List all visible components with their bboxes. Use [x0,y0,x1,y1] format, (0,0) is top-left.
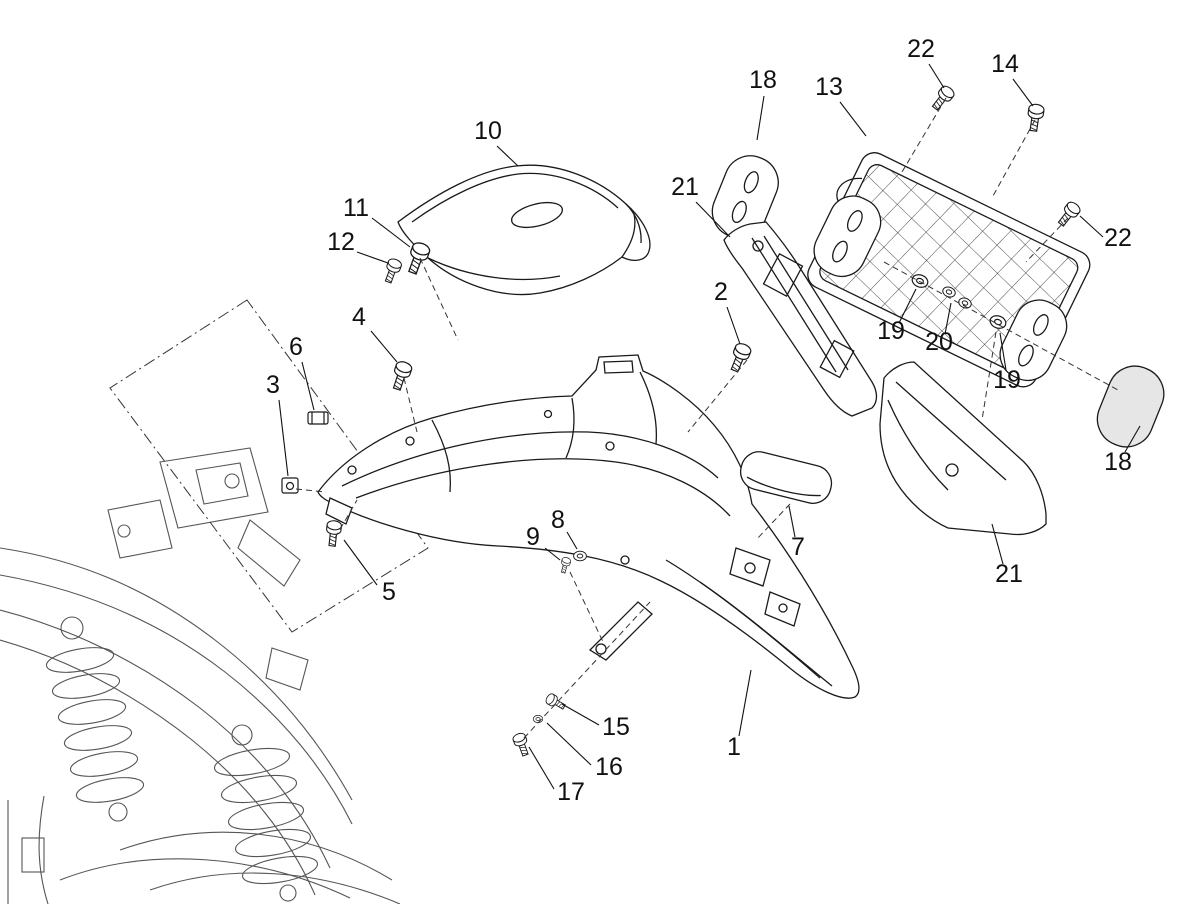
callout-label-18-16: 18 [1104,448,1132,476]
leader-line-22-0 [928,63,945,89]
leader-line-15-22 [561,703,600,726]
part-top-cover [397,164,651,296]
callout-label-4-12: 4 [352,303,366,331]
callout-label-7-19: 7 [791,533,805,561]
leader-line-20-11 [944,302,952,335]
callout-label-8-18: 8 [551,506,565,534]
leader-line-2-9 [726,306,741,345]
part-bracket-upper-21 [723,221,878,417]
callout-label-16-23: 16 [595,753,623,781]
leader-line-12-7 [356,251,389,264]
callout-label-19-10: 19 [877,317,905,345]
leader-line-14-1 [1012,78,1034,107]
leader-line-19-10 [898,288,917,324]
leader-line-10-4 [496,145,519,167]
leader-line-22-8 [1079,215,1104,238]
part-clip-6 [307,411,329,425]
leader-line-9-17 [544,547,561,561]
leader-line-13-3 [839,101,867,137]
part-clip-3 [281,477,299,494]
leader-line-18-16 [1124,425,1141,453]
part-pad-18-right [1096,365,1165,448]
callout-label-2-9: 2 [714,278,728,306]
callout-label-21-5: 21 [671,173,699,201]
leader-line-4-12 [370,330,398,363]
part-pad-7 [739,451,833,504]
fasteners [281,83,1083,758]
leader-line-16-23 [546,722,592,766]
callout-label-3-15: 3 [266,371,280,399]
callout-label-9-17: 9 [526,523,540,551]
callout-label-10-4: 10 [474,117,502,145]
context-frame-and-shocks [0,447,401,904]
leader-line-18-2 [756,95,765,141]
part-panel-lower-21 [879,361,1047,536]
callout-label-13-3: 13 [815,73,843,101]
leader-line-8-18 [566,531,578,550]
callout-label-1-25: 1 [727,733,741,761]
leader-line-19-13 [999,332,1007,371]
callout-label-6-14: 6 [289,333,303,361]
leader-line-17-24 [528,746,555,790]
callout-label-14-1: 14 [991,50,1019,78]
callout-label-20-11: 20 [925,328,953,356]
callout-label-22-0: 22 [907,35,935,63]
leader-line-1-25 [738,669,752,737]
callout-label-5-20: 5 [382,578,396,606]
callout-label-15-22: 15 [602,713,630,741]
callout-label-17-24: 17 [557,778,585,806]
leader-line-7-19 [788,505,796,538]
leader-line-11-6 [371,217,411,248]
leader-line-3-15 [278,399,289,477]
leader-line-6-14 [301,361,315,411]
leader-line-21-21 [991,523,1004,565]
part-pad-on-holder-right [999,299,1068,382]
callout-label-19-13: 19 [993,366,1021,394]
part-pad-on-holder-left [813,195,882,278]
callout-label-21-21: 21 [995,560,1023,588]
callout-label-18-2: 18 [749,66,777,94]
assembly-axis-lines [295,97,1119,739]
callout-label-11-6: 11 [343,194,369,222]
callout-label-22-8: 22 [1104,224,1132,252]
callout-label-12-7: 12 [327,228,355,256]
leader-line-5-20 [343,539,378,586]
leader-line-21-5 [695,201,731,238]
